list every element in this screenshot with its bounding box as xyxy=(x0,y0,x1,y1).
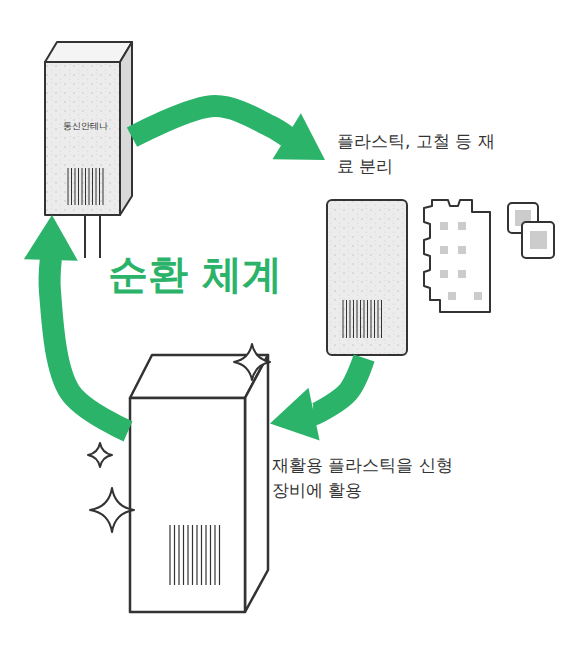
vent-lines xyxy=(343,300,382,338)
separated-parts xyxy=(327,200,554,355)
vent-line xyxy=(205,525,206,585)
vent-line xyxy=(96,168,97,205)
antenna-wire xyxy=(99,210,101,258)
vent-line xyxy=(85,168,86,205)
vent-line xyxy=(201,525,202,585)
vent-line xyxy=(357,300,358,338)
step-caption: 플라스틱, 고철 등 재료 분리 xyxy=(337,129,509,178)
vent-line xyxy=(187,525,188,585)
vent-line xyxy=(381,300,382,338)
metal-piece xyxy=(522,222,554,258)
new-device xyxy=(88,344,270,612)
antenna-box: 통신안테나 xyxy=(45,42,132,215)
vent-line xyxy=(219,525,220,585)
antenna-device xyxy=(45,42,132,258)
vent-line xyxy=(92,168,93,205)
sparkles xyxy=(88,344,270,532)
vent-line xyxy=(71,168,72,205)
vent-line xyxy=(99,168,100,205)
device-front xyxy=(130,398,245,612)
antenna-front xyxy=(45,62,120,215)
arrow-shaft xyxy=(132,106,288,137)
antenna-wire xyxy=(84,212,86,258)
arrow-head xyxy=(24,215,78,261)
vent-line xyxy=(350,300,351,338)
vent-line xyxy=(210,525,211,585)
vent-line xyxy=(196,525,197,585)
vent-line xyxy=(364,300,365,338)
vent-lines xyxy=(170,525,220,585)
vent-line xyxy=(75,168,76,205)
cycle-title: 순환 체계 xyxy=(108,252,282,296)
step-caption: 재활용 플라스틱을 신형 장비에 활용 xyxy=(272,453,460,502)
device-label: 통신안테나 xyxy=(49,120,121,133)
vent-line xyxy=(89,168,90,205)
vent-line xyxy=(214,525,215,585)
vent-line xyxy=(371,300,372,338)
vent-line xyxy=(78,168,79,205)
parts-group: 플라스틱, 고철 등 재료 분리 xyxy=(325,125,555,358)
arrow-shaft xyxy=(313,358,364,414)
vent-line xyxy=(192,525,193,585)
vent-line xyxy=(103,168,104,205)
arrow-head xyxy=(270,388,320,441)
cycle-arrow xyxy=(132,106,325,160)
vent-line xyxy=(343,300,344,338)
plastic-panel xyxy=(327,200,407,355)
cycle-arrow xyxy=(24,215,128,431)
circuit-board xyxy=(424,200,490,312)
antenna-top xyxy=(45,42,132,62)
vent-line xyxy=(68,168,69,205)
arrow-head xyxy=(273,113,325,160)
vent-line xyxy=(82,168,83,205)
new-device-box: 재활용 플라스틱을 신형 장비에 활용 xyxy=(128,353,270,614)
vent-line xyxy=(378,300,379,338)
vent-line xyxy=(169,525,170,585)
cycle-arrow xyxy=(270,358,364,441)
vent-line xyxy=(178,525,179,585)
chip-squares xyxy=(440,222,482,300)
vent-line xyxy=(374,300,375,338)
vent-line xyxy=(183,525,184,585)
vent-line xyxy=(346,300,347,338)
vent-line xyxy=(353,300,354,338)
device-side xyxy=(245,355,268,612)
vent-line xyxy=(367,300,368,338)
vent-line xyxy=(174,525,175,585)
vent-line xyxy=(360,300,361,338)
vent-lines xyxy=(68,168,103,205)
